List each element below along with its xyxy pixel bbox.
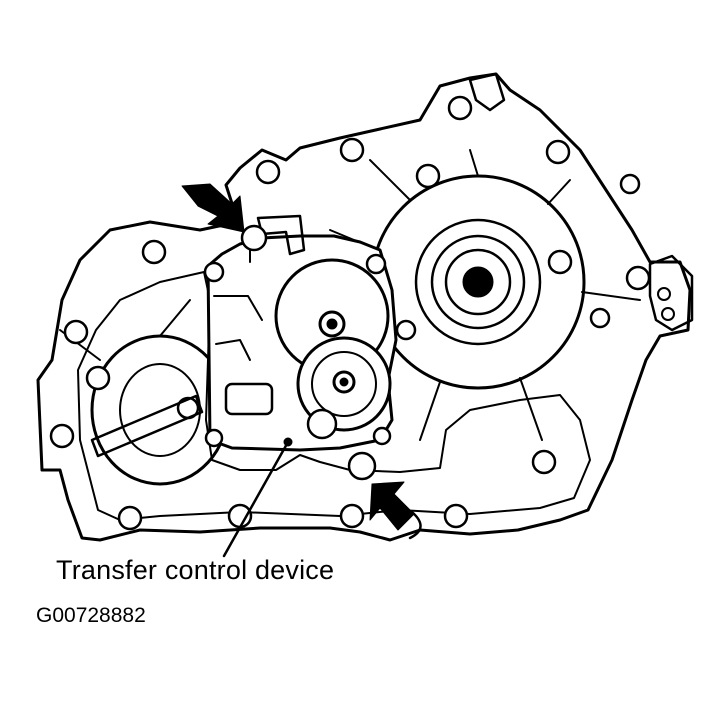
bolt — [531, 449, 557, 475]
bolt — [255, 159, 281, 185]
figure-id: G00728882 — [36, 604, 146, 627]
transfer-control-device-label: Transfer control device — [56, 555, 335, 585]
top-bracket — [468, 72, 506, 112]
bolts — [49, 95, 651, 531]
bolt — [204, 428, 224, 448]
bolt — [545, 139, 571, 165]
label-leader-line — [222, 440, 290, 558]
bolt — [117, 505, 143, 531]
bolt — [447, 95, 473, 121]
bolt — [619, 173, 641, 195]
housing-inner-contour — [77, 271, 591, 521]
bolt — [547, 249, 573, 275]
bolt — [589, 307, 611, 329]
bolt — [203, 261, 225, 283]
housing-outline — [36, 72, 692, 542]
bolt — [625, 265, 651, 291]
bolt — [339, 137, 365, 163]
bolt — [306, 408, 338, 440]
bolt — [372, 426, 392, 446]
bolt — [49, 423, 75, 449]
bolt — [395, 319, 417, 341]
bolt — [365, 253, 387, 275]
bolt — [339, 503, 365, 529]
arrow-upper-left — [181, 183, 245, 233]
bolt — [141, 239, 167, 265]
right-bracket — [648, 254, 694, 332]
bolt — [347, 451, 377, 481]
bolt — [415, 163, 441, 189]
bolt — [63, 319, 89, 345]
arrow-lower-right — [369, 481, 415, 531]
arrow-curl — [408, 510, 422, 540]
lower-gear — [296, 336, 392, 432]
bolt — [240, 224, 268, 252]
bolt — [85, 365, 111, 391]
bolt — [443, 503, 469, 529]
